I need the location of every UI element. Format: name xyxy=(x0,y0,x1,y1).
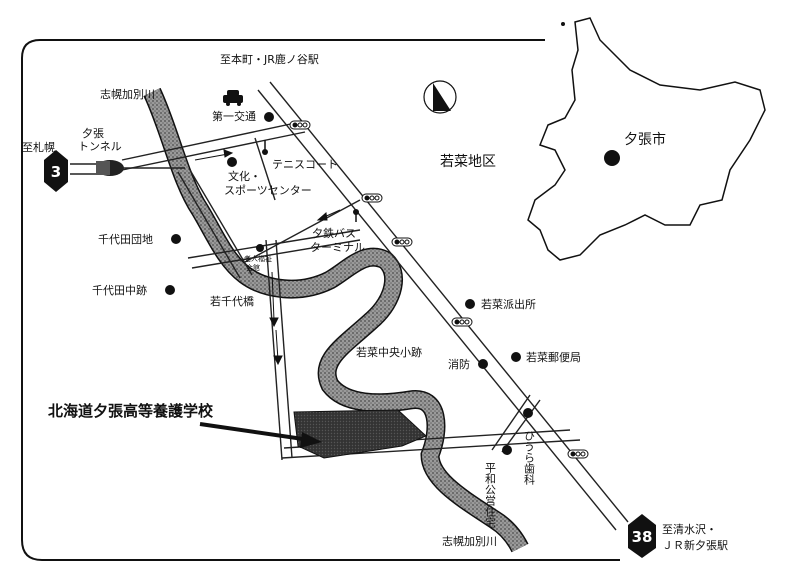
wakana-chusho-label: 若菜中央小跡 xyxy=(356,345,422,359)
chiyoda-chu-label: 千代田中跡 xyxy=(92,283,147,297)
location-dots xyxy=(165,112,533,455)
route-38-shield-icon: 38 xyxy=(628,514,656,558)
bus-terminal-pin-icon xyxy=(353,209,359,222)
dest-bottom-right-1: 至清水沢・ xyxy=(662,522,717,536)
bunka-center-dot xyxy=(227,157,237,167)
hiura-dental-label: ひうら歯科 xyxy=(523,430,536,485)
school-building xyxy=(293,409,427,459)
yubari-city-dot xyxy=(604,150,620,166)
wakachiyo-bridge-label: 若千代橋 xyxy=(210,294,254,308)
river-lower-label: 志幌加別川 xyxy=(442,534,497,548)
bunka-label-1: 文化・ xyxy=(228,169,261,183)
roujin-label-1: 老人福祉 xyxy=(244,254,272,263)
dest-top-label: 至本町・JR鹿ノ谷駅 xyxy=(220,52,319,66)
route-38-road xyxy=(257,81,629,531)
daiichi-kotsu-label: 第一交通 xyxy=(212,109,256,123)
roujin-label-2: 会館 xyxy=(246,263,260,272)
inset-city-label: 夕張市 xyxy=(624,131,666,148)
bus-label-1: 夕鉄バス xyxy=(312,226,356,240)
car-icon xyxy=(223,90,243,106)
heiwa-housing-label: 平和公営住宅 xyxy=(484,462,497,528)
dest-left-label: 至札幌 xyxy=(22,140,55,154)
wakana-police-label: 若菜派出所 xyxy=(481,297,536,311)
hokkaido-inset-map: 夕張市 xyxy=(527,17,766,261)
map-labels: 至本町・JR鹿ノ谷駅 志幌加別川 第一交通 夕張 トンネル 至札幌 テニスコート… xyxy=(22,52,728,552)
river-upper-label: 志幌加別川 xyxy=(100,87,155,101)
chiyoda-chu-dot xyxy=(165,285,175,295)
heiwa-housing-dot xyxy=(502,445,512,455)
chiyoda-danchi-dot xyxy=(171,234,181,244)
tunnel-label-1: 夕張 xyxy=(82,127,104,140)
route-3-road xyxy=(70,121,306,175)
bunka-label-2: スポーツセンター xyxy=(224,184,312,197)
daiichi-kotsu-dot xyxy=(264,112,274,122)
chiyoda-danchi-label: 千代田団地 xyxy=(98,233,153,246)
wakana-police-dot xyxy=(465,299,475,309)
tennis-court-label: テニスコート xyxy=(272,158,338,171)
route-3-shield-icon: 3 xyxy=(44,150,68,192)
hiura-dental-dot xyxy=(523,408,533,418)
tunnel xyxy=(96,160,124,176)
direction-arrows xyxy=(194,149,341,366)
secondary-roads xyxy=(177,137,581,461)
wakana-post-label: 若菜郵便局 xyxy=(526,351,581,364)
school-label: 北海道夕張高等養護学校 xyxy=(48,402,214,420)
route-38-number: 38 xyxy=(632,528,653,546)
wakana-post-dot xyxy=(511,352,521,362)
fire-station-label: 消防 xyxy=(448,357,470,371)
school-arrow xyxy=(199,422,322,448)
traffic-lights xyxy=(289,120,589,459)
fire-station-dot xyxy=(478,359,488,369)
tennis-court-pin-icon xyxy=(262,140,268,155)
route-3-number: 3 xyxy=(51,163,61,181)
map-frame xyxy=(21,39,620,561)
wakana-area-label: 若菜地区 xyxy=(440,154,496,170)
dest-bottom-right-2: ＪＲ新夕張駅 xyxy=(662,538,728,552)
bus-label-2: ターミナル xyxy=(310,241,365,254)
roujin-kaikan-dot xyxy=(256,244,264,252)
north-arrow-icon xyxy=(423,80,457,114)
tunnel-label-2: トンネル xyxy=(78,140,122,153)
